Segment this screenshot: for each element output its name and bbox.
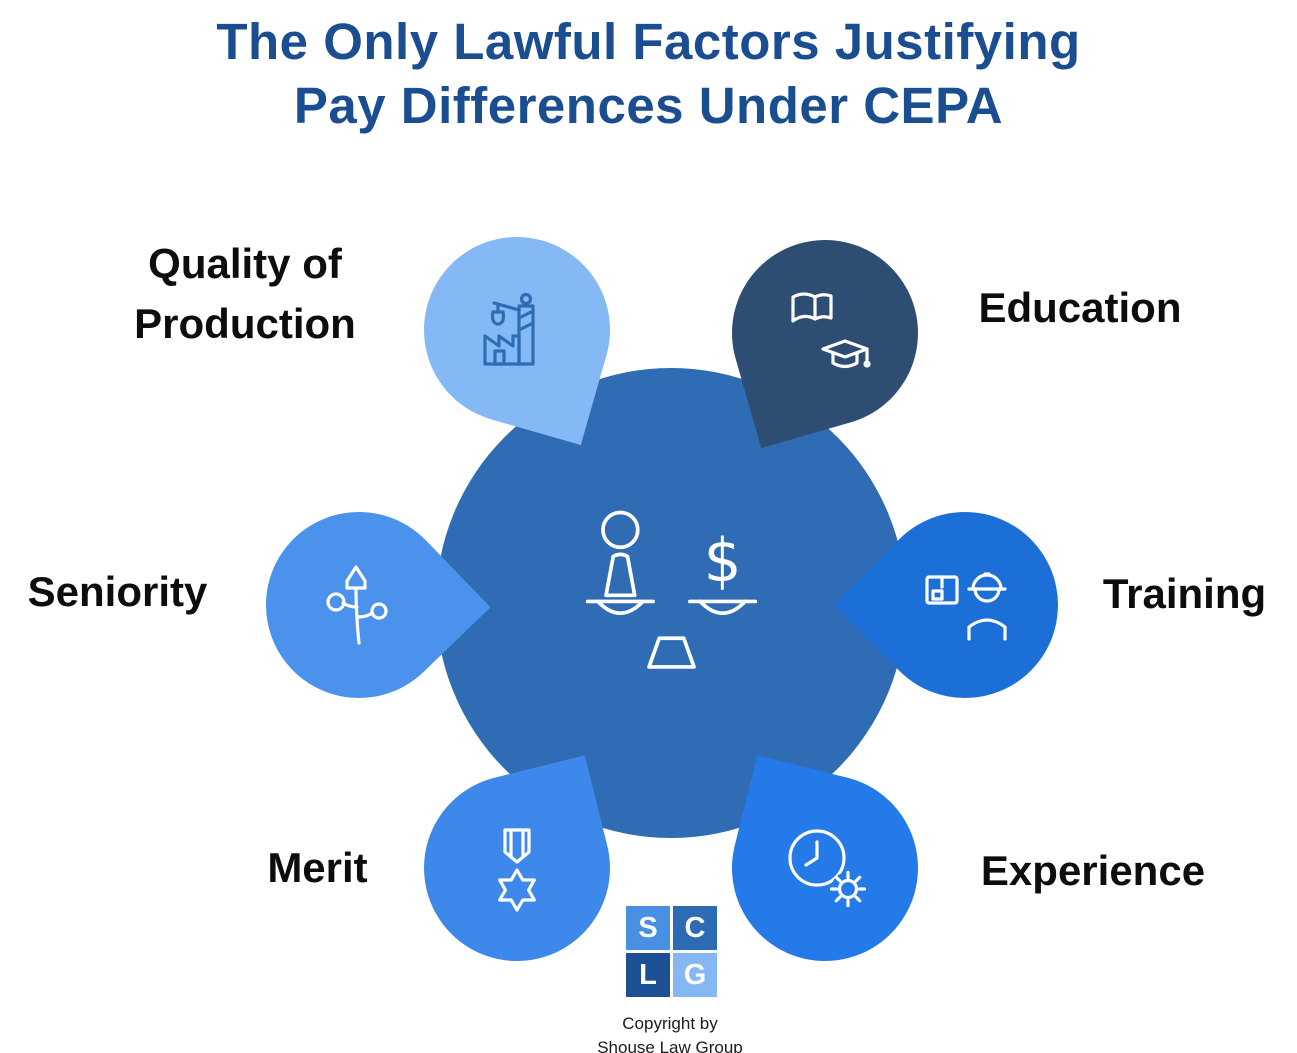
logo-cell-c: C [673, 906, 717, 950]
factor-label-seniority: Seniority [27, 568, 208, 615]
logo-cell-s: S [626, 906, 670, 950]
factor-bubble-education [709, 217, 941, 449]
factor-bubble-experience [712, 755, 938, 981]
title-line-1: The Only Lawful Factors Justifying [216, 13, 1081, 70]
medal-star-icon [424, 775, 610, 961]
book-graduation-cap-icon [732, 240, 918, 426]
logo-cell-g: G [673, 953, 717, 997]
copyright-notice: Copyright by Shouse Law Group [520, 1012, 820, 1053]
svg-text:$: $ [703, 526, 741, 595]
factor-bubble-seniority [227, 473, 491, 737]
growth-arrow-icon [266, 512, 452, 698]
factor-bubble-training [833, 473, 1097, 737]
factor-bubble-merit [404, 755, 630, 981]
sclg-logo: S C L G [626, 906, 717, 997]
page-title: The Only Lawful Factors Justifying Pay D… [0, 10, 1297, 139]
pay-balance-scale-icon: $ [585, 510, 757, 669]
clock-gear-icon [732, 775, 918, 961]
factor-label-training: Training [1102, 570, 1267, 617]
copyright-line-2: Shouse Law Group [597, 1037, 743, 1053]
factory-crane-icon [424, 237, 610, 423]
copyright-line-1: Copyright by [622, 1014, 718, 1033]
factor-label-quality: Quality of Production [134, 240, 356, 347]
center-circle: $ [436, 368, 906, 838]
logo-cell-l: L [626, 953, 670, 997]
worker-with-box-icon [872, 512, 1058, 698]
title-line-2: Pay Differences Under CEPA [293, 77, 1004, 135]
factor-label-experience: Experience [980, 847, 1206, 894]
factor-label-education: Education [978, 284, 1182, 331]
factor-bubble-quality [401, 214, 633, 446]
factor-label-merit: Merit [267, 844, 368, 891]
